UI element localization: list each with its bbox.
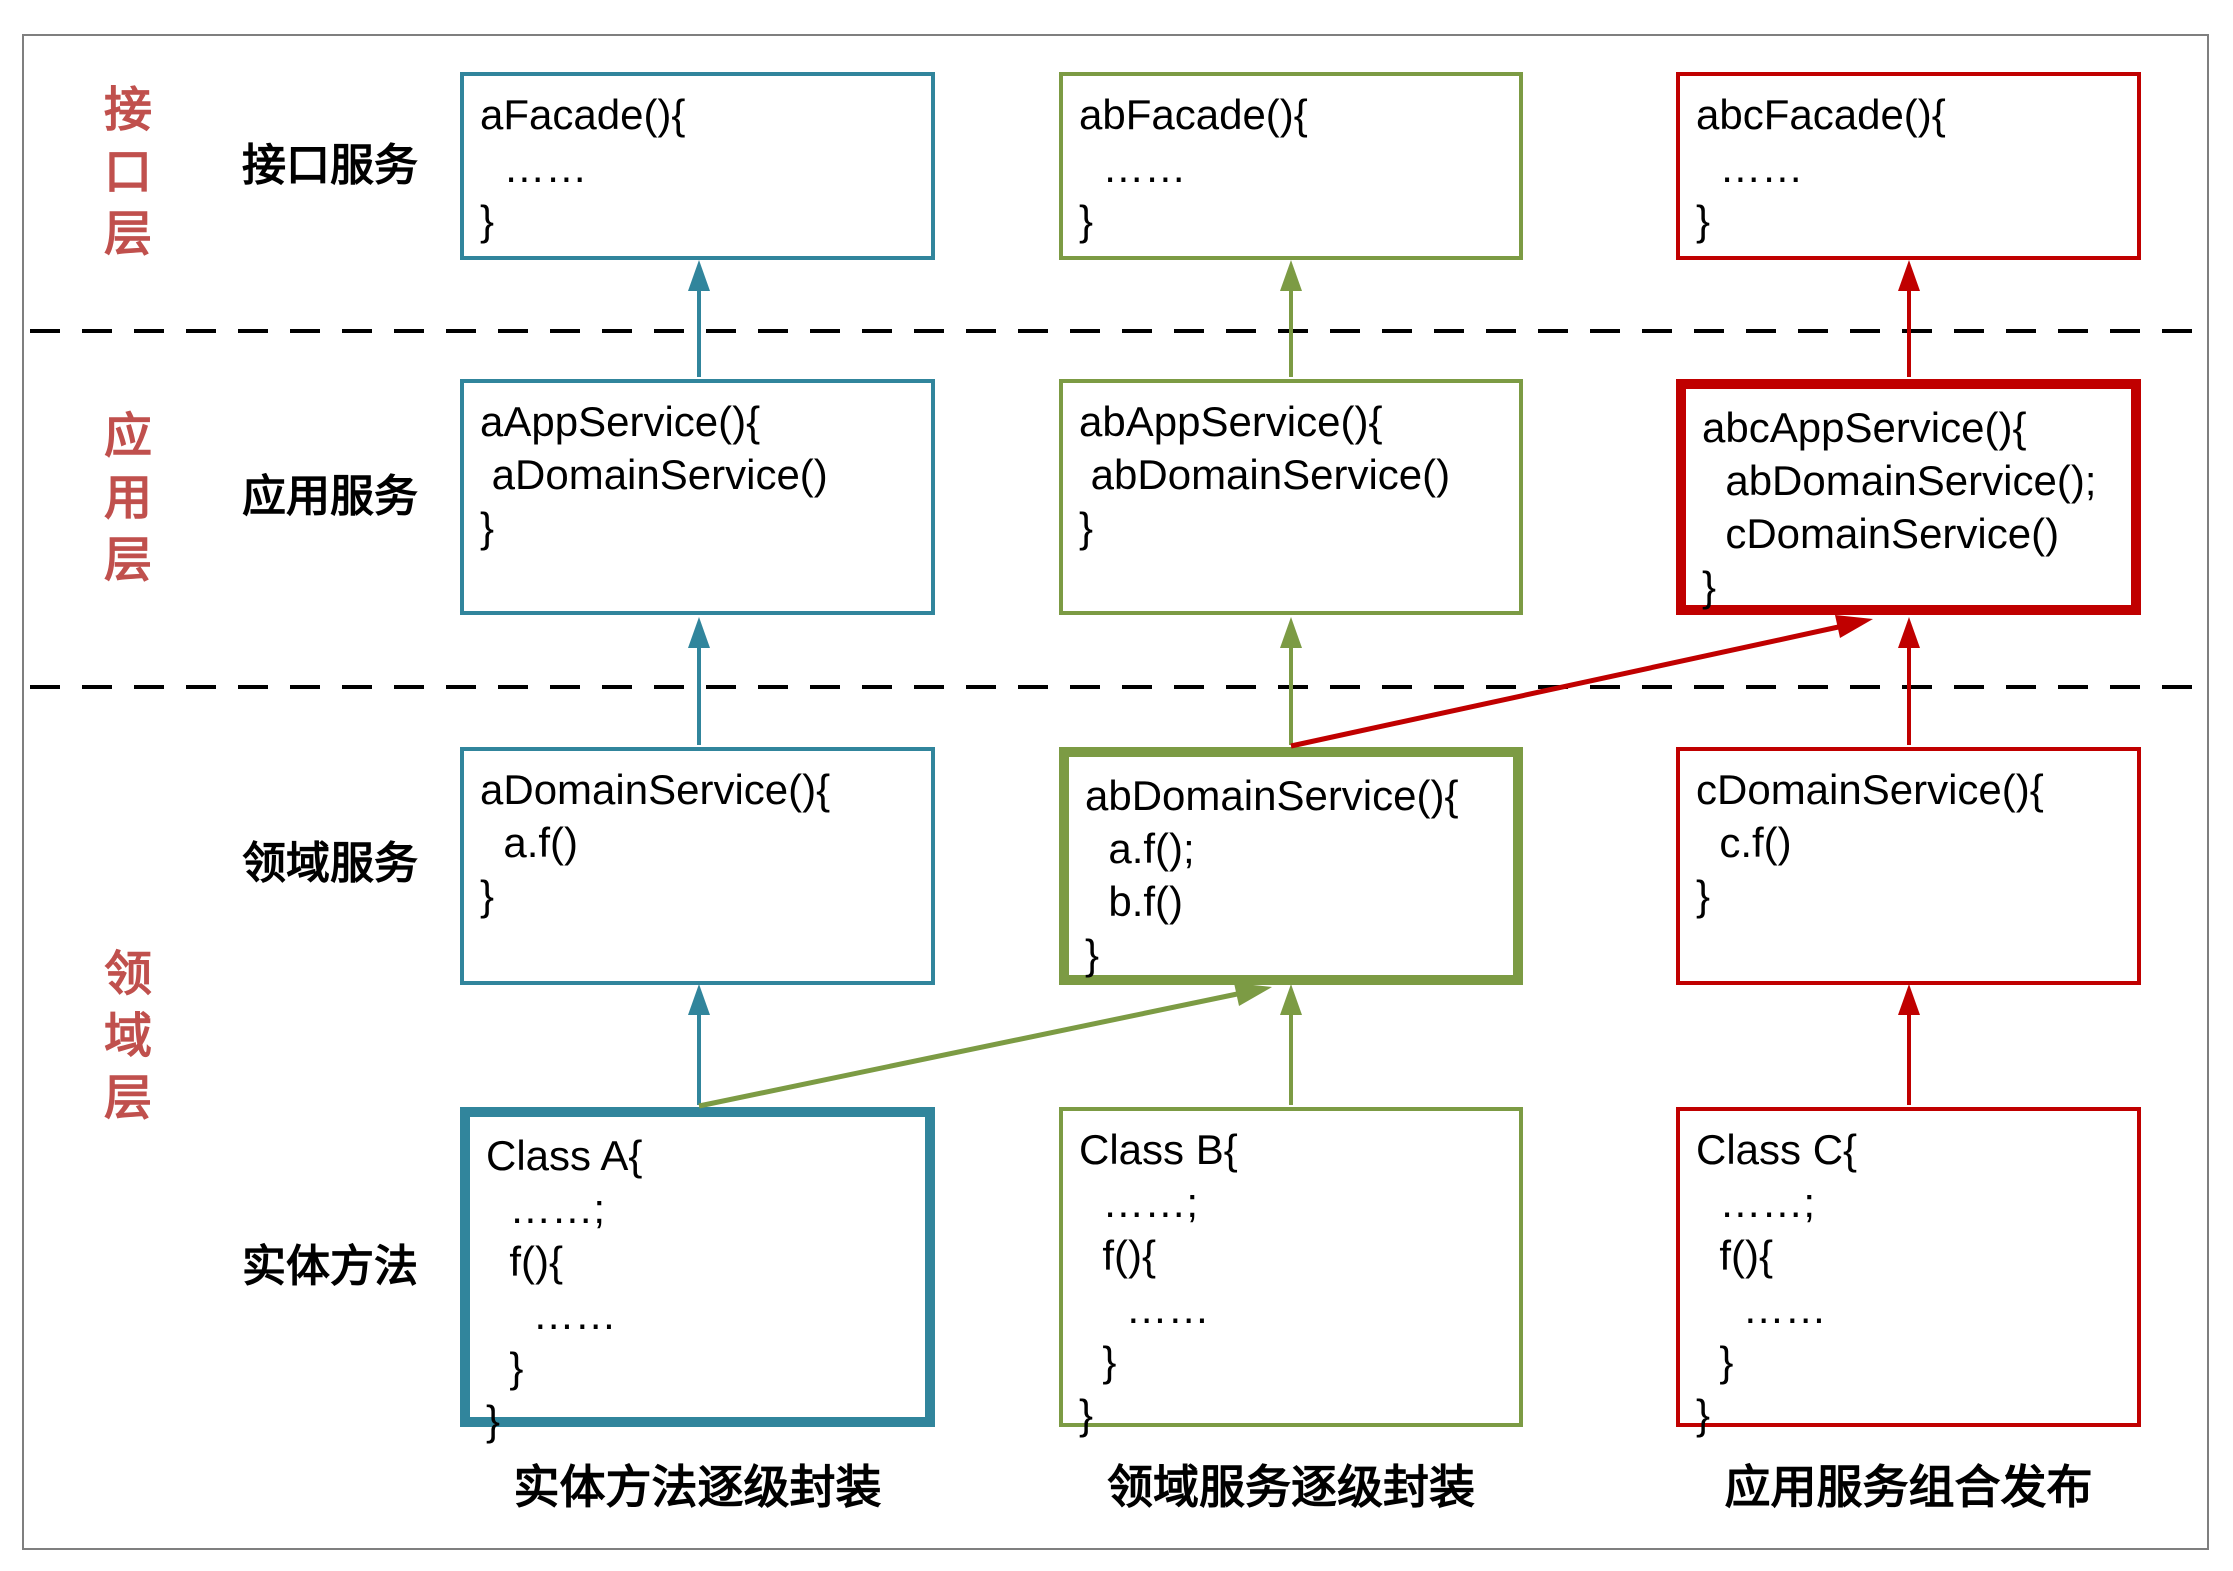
row-label-domain-service: 领域服务 [242,839,418,888]
caption-entity-method-wrapping: 实体方法逐级封装 [513,1461,882,1513]
box-abAppService: abAppService(){ abDomainService() } [1059,379,1523,615]
caption-domain-service-wrapping: 领域服务逐级封装 [1107,1461,1475,1513]
layer-label-application: 应用层 [96,410,149,596]
row-label-interface-service: 接口服务 [242,141,418,190]
box-aFacade: aFacade(){ …… } [460,72,935,260]
box-abDomainService: abDomainService(){ a.f(); b.f() } [1059,747,1523,985]
box-abFacade: abFacade(){ …… } [1059,72,1523,260]
box-abcFacade: abcFacade(){ …… } [1676,72,2141,260]
row-label-app-service: 应用服务 [242,472,418,521]
box-aAppService: aAppService(){ aDomainService() } [460,379,935,615]
box-abcAppService: abcAppService(){ abDomainService(); cDom… [1676,379,2141,615]
row-label-entity-method: 实体方法 [242,1242,418,1291]
layer-label-interface: 接口层 [96,84,149,270]
box-ClassB: Class B{ ……; f(){ …… } } [1059,1107,1523,1438]
box-ClassC: Class C{ ……; f(){ …… } } [1676,1107,2141,1438]
box-ClassA: Class A{ ……; f(){ …… } } [460,1107,935,1444]
layer-label-domain: 领域层 [96,948,149,1134]
caption-app-service-composition: 应用服务组合发布 [1724,1461,2093,1513]
box-cDomainService: cDomainService(){ c.f() } [1676,747,2141,985]
box-aDomainService: aDomainService(){ a.f() } [460,747,935,985]
